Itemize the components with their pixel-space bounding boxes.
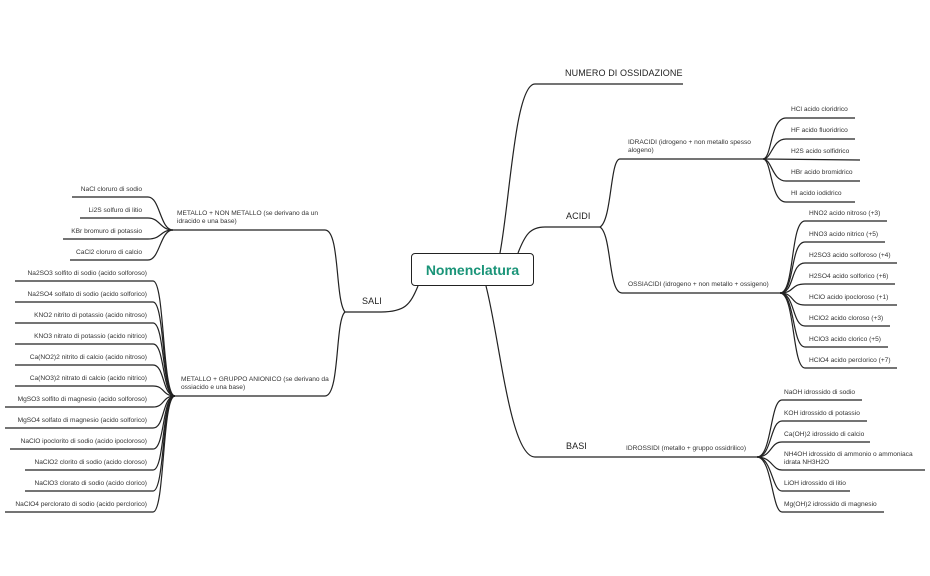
branch-acidi[interactable]: ACIDI — [566, 211, 591, 221]
leaf-ossiacido[interactable]: HClO4 acido perclorico (+7) — [809, 357, 891, 364]
leaf-ossiacido[interactable]: HClO3 acido clorico (+5) — [809, 336, 882, 343]
leaf-idrossido[interactable]: LiOH idrossido di litio — [784, 480, 846, 487]
leaf-ossiacido[interactable]: HClO2 acido cloroso (+3) — [809, 315, 884, 322]
branch-sali[interactable]: SALI — [362, 296, 382, 306]
leaf-sale-ternario[interactable]: NaClO3 clorato di sodio (acido clorico) — [34, 480, 147, 487]
leaf-idrossido[interactable]: NaOH idrossido di sodio — [784, 389, 856, 396]
leaf-ossiacido[interactable]: HClO acido ipocloroso (+1) — [809, 294, 889, 301]
leaf-sale-ternario[interactable]: NaClO4 perclorato di sodio (acido perclo… — [15, 501, 147, 508]
leaf-idrossido[interactable]: Ca(OH)2 idrossido di calcio — [784, 431, 865, 438]
root-node[interactable]: Nomenclatura — [411, 253, 534, 286]
root-title: Nomenclatura — [425, 261, 520, 278]
leaf-idracido[interactable]: HF acido fluoridrico — [791, 127, 848, 134]
leaf-sale-binario[interactable]: KBr bromuro di potassio — [71, 228, 142, 235]
leaf-sale-ternario[interactable]: NaClO ipoclorito di sodio (acido ipoclor… — [20, 438, 147, 445]
leaf-ossiacido[interactable]: HNO2 acido nitroso (+3) — [809, 210, 881, 217]
leaf-ossiacido[interactable]: H2SO4 acido solforico (+6) — [809, 273, 889, 280]
leaf-idrossido[interactable]: Mg(OH)2 idrossido di magnesio — [784, 501, 877, 508]
node-metallo-gruppo-anionico[interactable]: METALLO + GRUPPO ANIONICO (se derivano d… — [181, 376, 329, 392]
leaf-sale-binario[interactable]: NaCl cloruro di sodio — [80, 186, 142, 193]
leaf-idracido[interactable]: HBr acido bromidrico — [791, 169, 853, 176]
leaf-idracido[interactable]: HCl acido cloridrico — [791, 106, 848, 113]
leaf-sale-ternario[interactable]: Na2SO3 solfito di sodio (acido solforoso… — [27, 270, 147, 277]
leaf-idrossido[interactable]: KOH idrossido di potassio — [784, 410, 860, 417]
branch-basi[interactable]: BASI — [566, 441, 587, 451]
node-idracidi[interactable]: IDRACIDI (idrogeno + non metallo spesso … — [628, 139, 751, 155]
leaf-sale-ternario[interactable]: MgSO4 solfato di magnesio (acido solfori… — [17, 417, 147, 424]
leaf-sale-ternario[interactable]: KNO2 nitrito di potassio (acido nitroso) — [34, 312, 147, 319]
leaf-idracido[interactable]: H2S acido solfidrico — [791, 148, 850, 155]
node-metallo-non-metallo[interactable]: METALLO + NON METALLO (se derivano da un… — [177, 210, 319, 226]
leaf-ossiacido[interactable]: H2SO3 acido solforoso (+4) — [809, 252, 891, 259]
leaf-sale-ternario[interactable]: KNO3 nitrato di potassio (acido nitrico) — [34, 333, 147, 340]
node-ossiacidi[interactable]: OSSIACIDI (idrogeno + non metallo + ossi… — [628, 281, 769, 288]
leaf-sale-ternario[interactable]: MgSO3 solfito di magnesio (acido solforo… — [17, 396, 147, 403]
leaf-sale-ternario[interactable]: Ca(NO2)2 nitrito di calcio (acido nitros… — [29, 354, 147, 361]
leaf-sale-binario[interactable]: Li2S solfuro di litio — [88, 207, 142, 214]
leaf-ossiacido[interactable]: HNO3 acido nitrico (+5) — [809, 231, 879, 238]
leaf-idrossido[interactable]: NH4OH idrossido di ammonio o ammoniaca i… — [784, 451, 913, 467]
branch-numero-ossidazione[interactable]: NUMERO DI OSSIDAZIONE — [565, 68, 683, 78]
leaf-sale-binario[interactable]: CaCl2 cloruro di calcio — [76, 249, 142, 256]
leaf-idracido[interactable]: HI acido iodidrico — [791, 190, 842, 197]
leaf-sale-ternario[interactable]: Ca(NO3)2 nitrato di calcio (acido nitric… — [29, 375, 147, 382]
node-idrossidi[interactable]: IDROSSIDI (metallo + gruppo ossidrilico) — [626, 445, 747, 452]
leaf-sale-ternario[interactable]: Na2SO4 solfato di sodio (acido solforico… — [27, 291, 147, 298]
leaf-sale-ternario[interactable]: NaClO2 clorito di sodio (acido cloroso) — [34, 459, 147, 466]
